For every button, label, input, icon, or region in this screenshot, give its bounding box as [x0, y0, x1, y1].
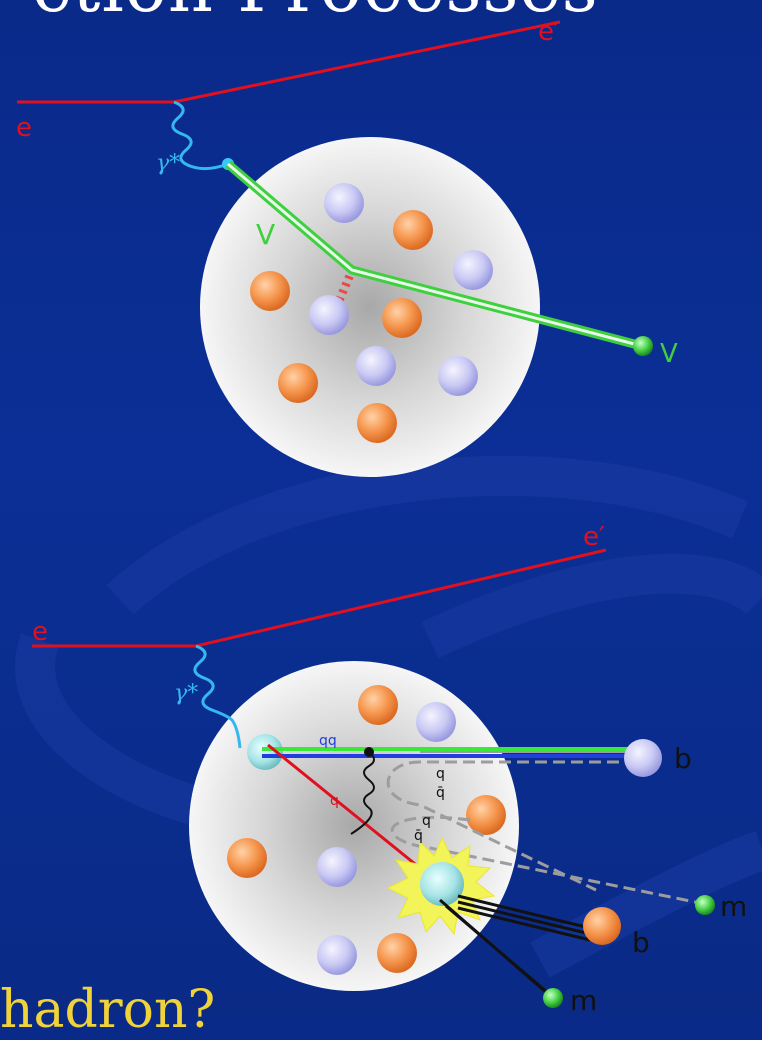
nucleon-balls-top — [250, 183, 493, 443]
electron-out-line — [195, 548, 607, 648]
label-electron-in: e — [16, 113, 32, 143]
label-pair-1-antiquark: q̄ — [436, 785, 445, 801]
label-baryon-1: b — [674, 742, 692, 775]
electron-out-line — [173, 20, 561, 104]
nucleon — [438, 356, 478, 396]
nucleon — [393, 210, 433, 250]
label-baryon-2: b — [632, 926, 650, 959]
string-loop-1 — [386, 760, 655, 892]
nucleon — [377, 933, 417, 973]
label-photon: γ* — [174, 681, 198, 706]
nucleon — [227, 838, 267, 878]
nucleon — [356, 346, 396, 386]
nucleon — [453, 250, 493, 290]
nucleon — [358, 685, 398, 725]
nucleon — [357, 403, 397, 443]
label-meson-1: m — [720, 890, 747, 923]
top-diagram: e e′ γ* V V — [16, 17, 678, 477]
photon-line — [193, 644, 242, 749]
nucleon — [466, 795, 506, 835]
footer-question: hadron? — [0, 980, 216, 1040]
meson-ball-1 — [695, 895, 715, 915]
label-electron-out: e′ — [538, 17, 560, 47]
baryon-ball-2 — [583, 907, 621, 945]
label-electron-out: e′ — [583, 522, 605, 552]
label-pair-2-quark: q — [422, 813, 431, 829]
label-electron-in: e — [32, 617, 48, 647]
label-photon: γ* — [156, 151, 180, 176]
bottom-diagram: e e′ γ* qq q q q̄ q q̄ b b m m — [32, 522, 747, 1016]
label-meson-out: V — [660, 339, 678, 369]
nucleon-balls-bottom — [227, 685, 506, 975]
outgoing-hadron-lines — [439, 894, 591, 1000]
gluon-vertex — [364, 747, 374, 757]
label-pair-1-quark: q — [436, 766, 445, 782]
slide-title: ction Processes — [32, 0, 599, 28]
label-struck-quark: q — [330, 793, 339, 809]
nucleon — [250, 271, 290, 311]
vector-meson-ball — [633, 336, 653, 356]
nucleon — [309, 295, 349, 335]
label-meson-2: m — [570, 984, 597, 1016]
gluon-wiggle — [350, 751, 375, 835]
label-meson-inside: V — [256, 218, 275, 251]
photon-line — [171, 100, 229, 171]
nucleon — [317, 847, 357, 887]
diagram-canvas: e e′ γ* V V — [15, 17, 762, 1016]
struck-nucleon — [247, 734, 283, 770]
baryon-ball-1 — [624, 739, 662, 777]
label-diquark: qq — [319, 733, 337, 749]
label-pair-2-antiquark: q̄ — [414, 828, 423, 844]
struck-quark-line — [267, 743, 421, 870]
hadronization-core — [420, 862, 464, 906]
nucleon — [317, 935, 357, 975]
nucleon — [382, 298, 422, 338]
meson-ball-2 — [543, 988, 563, 1008]
nucleon — [278, 363, 318, 403]
nucleon — [324, 183, 364, 223]
nucleon — [416, 702, 456, 742]
